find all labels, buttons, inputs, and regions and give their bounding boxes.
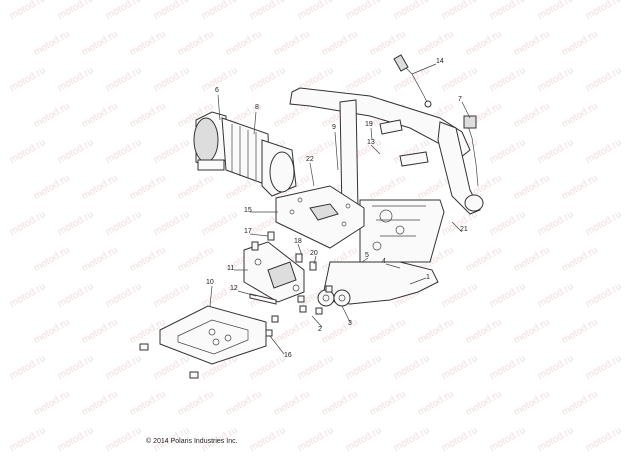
callout-5: 5: [365, 252, 369, 259]
callout-4: 4: [382, 258, 386, 265]
fairlead-bracket: [243, 241, 305, 303]
callout-11: 11: [227, 265, 235, 272]
callout-1: 1: [426, 274, 430, 281]
callout-7: 7: [458, 96, 462, 103]
callout-19: 19: [365, 121, 373, 128]
mount-plate: [275, 185, 365, 249]
copyright-notice: © 2014 Polaris Industries Inc.: [146, 438, 238, 445]
callout-6: 6: [215, 87, 219, 94]
callout-16: 16: [284, 352, 292, 359]
fasteners: [139, 231, 333, 379]
bumper-frame: [289, 87, 484, 307]
callout-2: 2: [318, 326, 322, 333]
callout-18: 18: [294, 238, 302, 245]
leader-lines: [209, 63, 471, 355]
switch-and-cable: [393, 54, 479, 187]
callout-20: 20: [310, 250, 318, 257]
callout-8: 8: [255, 104, 259, 111]
callout-17: 17: [244, 228, 252, 235]
callout-12: 12: [230, 285, 238, 292]
callout-22: 22: [306, 156, 314, 163]
callout-13: 13: [367, 139, 375, 146]
winch: [193, 111, 297, 197]
callout-9: 9: [332, 124, 336, 131]
skid-plate: [159, 305, 267, 365]
callout-3: 3: [348, 320, 352, 327]
callout-21: 21: [460, 226, 468, 233]
callout-14: 14: [436, 58, 444, 65]
callout-10: 10: [206, 279, 214, 286]
callout-15: 15: [244, 207, 252, 214]
